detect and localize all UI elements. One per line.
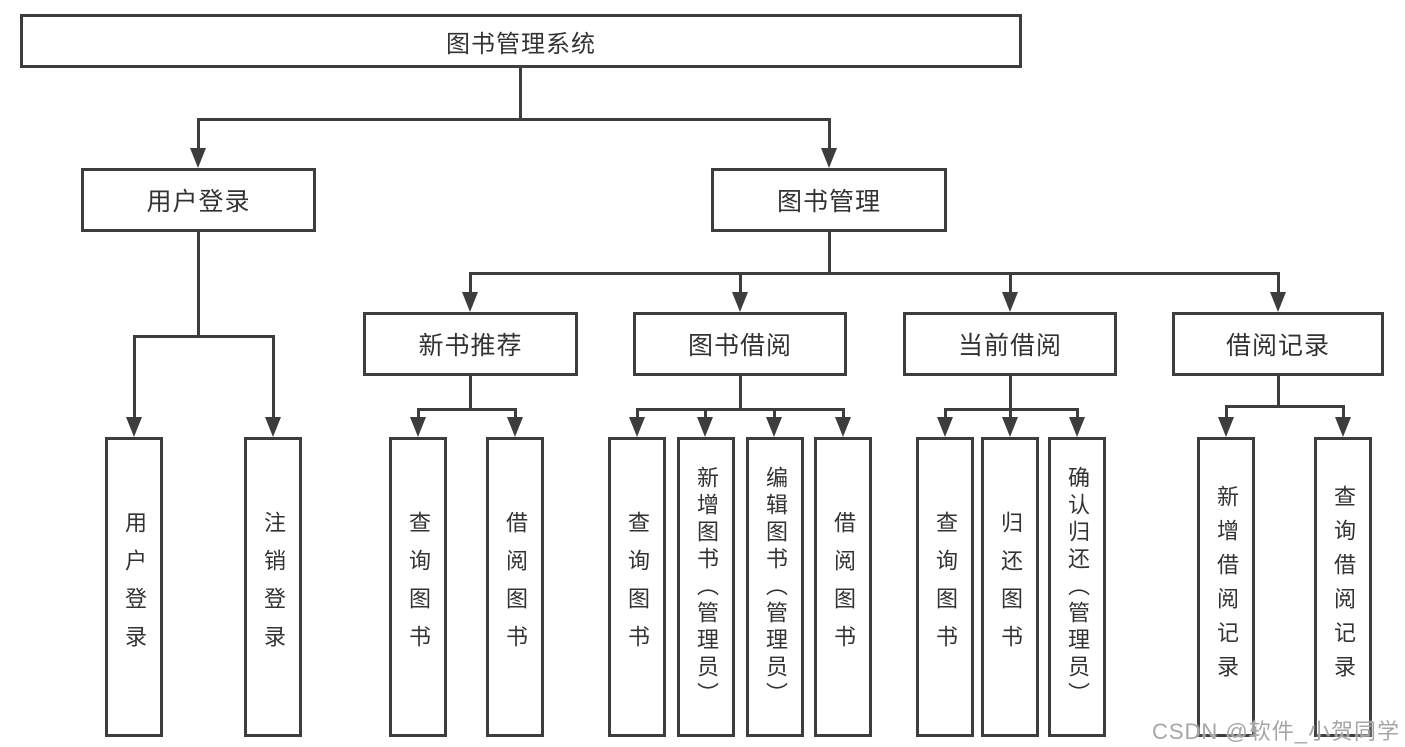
- connector-drop-nbr-borrow: [514, 408, 517, 419]
- leaf-bb-add-book-admin: 新增图书（管理员）: [677, 437, 735, 737]
- connector-bar-level3: [469, 272, 1280, 275]
- connector-bb-down: [739, 376, 742, 410]
- connector-bar-bb: [636, 408, 845, 411]
- arrowhead-bb-borrow: [835, 417, 851, 437]
- connector-drop-leaf-login: [133, 335, 136, 419]
- leaf-br-query-record: 查询借阅记录: [1314, 437, 1372, 737]
- connector-drop-nbr-query: [417, 408, 420, 419]
- connector-root-drop: [519, 68, 522, 121]
- connector-br-down: [1277, 376, 1280, 407]
- arrowhead-nbr-query: [410, 417, 426, 437]
- connector-nbr-down: [469, 376, 472, 410]
- arrowhead-book-mgmt: [821, 148, 837, 168]
- arrowhead-bb-edit: [766, 417, 782, 437]
- node-book-management: 图书管理: [711, 168, 947, 232]
- connector-cb-down: [1009, 376, 1012, 410]
- connector-drop-br-query: [1342, 405, 1345, 419]
- csdn-watermark: CSDN @软件_小贺同学: [1151, 719, 1400, 744]
- leaf-bb-borrow-book: 借阅图书: [814, 437, 872, 737]
- leaf-bb-query-book: 查询图书: [608, 437, 666, 737]
- connector-drop-bb-borrow: [842, 408, 845, 419]
- connector-bar-user-login: [133, 335, 275, 338]
- leaf-cb-query-book: 查询图书: [916, 437, 974, 737]
- connector-drop-new-book: [469, 272, 472, 294]
- connector-bar-nbr: [417, 408, 517, 411]
- arrowhead-br-query: [1335, 417, 1351, 437]
- arrowhead-br-add: [1218, 417, 1234, 437]
- node-root-library-system: 图书管理系统: [20, 14, 1022, 68]
- connector-drop-book-mgmt: [828, 118, 831, 150]
- leaf-nbr-borrow-book: 借阅图书: [486, 437, 544, 737]
- connector-drop-cb-return: [1009, 408, 1012, 419]
- connector-drop-cb-query: [944, 408, 947, 419]
- connector-bar-br: [1225, 405, 1345, 408]
- arrowhead-cb-query: [937, 417, 953, 437]
- node-current-borrowing: 当前借阅: [903, 312, 1117, 376]
- leaf-bb-edit-book-admin: 编辑图书（管理员）: [746, 437, 804, 737]
- leaf-cb-return-book: 归还图书: [981, 437, 1039, 737]
- connector-drop-current-borrow: [1009, 272, 1012, 294]
- connector-drop-leaf-logout: [272, 335, 275, 419]
- connector-drop-cb-confirm: [1076, 408, 1079, 419]
- connector-drop-bb-edit: [773, 408, 776, 419]
- connector-drop-bb-add: [704, 408, 707, 419]
- node-user-login: 用户登录: [81, 168, 316, 232]
- leaf-nbr-query-book: 查询图书: [389, 437, 447, 737]
- node-borrowing-records: 借阅记录: [1172, 312, 1384, 376]
- arrowhead-current-borrow: [1002, 292, 1018, 312]
- leaf-br-add-record: 新增借阅记录: [1197, 437, 1255, 737]
- arrowhead-leaf-logout: [265, 417, 281, 437]
- connector-drop-user-login: [197, 118, 200, 150]
- arrowhead-cb-return: [1002, 417, 1018, 437]
- arrowhead-bb-add: [697, 417, 713, 437]
- arrowhead-book-borrow: [732, 292, 748, 312]
- node-new-book-recommend: 新书推荐: [363, 312, 578, 376]
- arrowhead-new-book: [462, 292, 478, 312]
- leaf-user-login: 用户登录: [105, 437, 163, 737]
- arrowhead-user-login: [190, 148, 206, 168]
- node-book-borrowing: 图书借阅: [633, 312, 847, 376]
- connector-bar-level2: [197, 118, 831, 121]
- arrowhead-bb-query: [629, 417, 645, 437]
- connector-user-login-down: [197, 232, 200, 338]
- connector-book-mgmt-down: [828, 232, 831, 275]
- arrowhead-borrow-records: [1270, 292, 1286, 312]
- arrowhead-cb-confirm: [1069, 417, 1085, 437]
- leaf-logout: 注销登录: [244, 437, 302, 737]
- connector-drop-br-add: [1225, 405, 1228, 419]
- leaf-cb-confirm-return-admin: 确认归还（管理员）: [1048, 437, 1106, 737]
- connector-drop-book-borrow: [739, 272, 742, 294]
- connector-drop-bb-query: [636, 408, 639, 419]
- connector-drop-borrow-records: [1277, 272, 1280, 294]
- arrowhead-leaf-login: [126, 417, 142, 437]
- arrowhead-nbr-borrow: [507, 417, 523, 437]
